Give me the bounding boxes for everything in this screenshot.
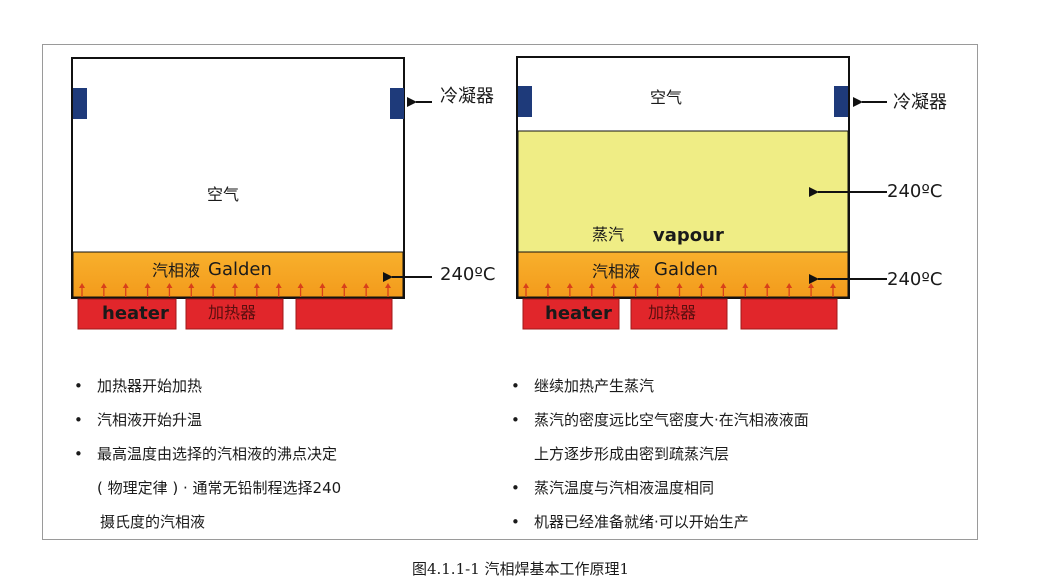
list-item: • 汽相液开始升温	[74, 403, 341, 437]
right-heater-label-2: 加热器	[648, 303, 697, 322]
heat-arrow-icon	[122, 283, 129, 297]
heat-arrow-icon	[100, 283, 107, 297]
bullet-text: 摄氏度的汽相液	[100, 513, 206, 531]
right-heater-3	[740, 298, 838, 330]
left-heater-1	[77, 298, 177, 330]
heat-arrow-icon	[742, 283, 749, 297]
bullet-text: 蒸汽温度与汽相液温度相同	[534, 479, 715, 497]
left-liquid-label-en: Galden	[208, 259, 272, 280]
left-heater-2	[185, 298, 284, 330]
heat-arrow-icon	[210, 283, 217, 297]
list-item: • 蒸汽温度与汽相液温度相同	[511, 471, 809, 505]
list-item: ( 物理定律 ) ‧ 通常无铅制程选择240	[74, 471, 341, 505]
left-condenser-right	[390, 88, 404, 119]
heat-arrow-icon	[566, 283, 573, 297]
heat-arrow-icon	[319, 283, 326, 297]
bullet-text: 蒸汽的密度远比空气密度大‧在汽相液液面	[534, 411, 809, 429]
right-condenser-left	[518, 86, 532, 117]
bullet-marker: •	[74, 411, 83, 429]
right-vapour-layer	[517, 130, 849, 253]
right-liquid-temp-label: 240ºC	[887, 269, 943, 290]
heat-arrow-icon	[764, 283, 771, 297]
heat-arrow-icon	[166, 283, 173, 297]
right-bullet-list: • 继续加热产生蒸汽 • 蒸汽的密度远比空气密度大‧在汽相液液面 上方逐步形成由密到…	[511, 369, 809, 539]
bullet-text: 继续加热产生蒸汽	[534, 377, 655, 395]
heat-arrow-icon	[253, 283, 260, 297]
left-heater-label-1: heater	[102, 303, 169, 324]
list-item: • 加热器开始加热	[74, 369, 341, 403]
heat-arrow-icon	[385, 283, 391, 297]
left-temp-label: 240ºC	[440, 264, 496, 285]
right-liquid-layer	[517, 251, 849, 298]
heat-arrow-icon	[341, 283, 348, 297]
left-heater-3	[295, 298, 393, 330]
heat-arrow-icon	[808, 283, 815, 297]
heat-arrow-icon	[588, 283, 595, 297]
right-vapour-temp-label: 240ºC	[887, 181, 943, 202]
right-liquid-label-cn: 汽相液	[592, 262, 641, 281]
list-item: • 机器已经准备就绪‧可以开始生产	[511, 505, 809, 539]
left-liquid-label-cn: 汽相液	[152, 261, 201, 280]
list-item: 摄氏度的汽相液	[74, 505, 341, 539]
bullet-marker: •	[74, 377, 83, 395]
left-bullet-list: • 加热器开始加热 • 汽相液开始升温 • 最高温度由选择的汽相液的沸点决定 ( 物理…	[74, 369, 341, 539]
bullet-marker: •	[511, 513, 520, 531]
heat-arrow-icon	[720, 283, 727, 297]
left-heater-label-2: 加热器	[208, 303, 257, 322]
right-heater-1	[522, 298, 620, 330]
right-vapour-label-en: vapour	[653, 225, 724, 246]
list-item: • 最高温度由选择的汽相液的沸点决定	[74, 437, 341, 471]
right-air-label: 空气	[650, 88, 683, 107]
bullet-text: 上方逐步形成由密到疏蒸汽层	[534, 445, 730, 463]
heat-arrow-icon	[610, 283, 617, 297]
list-item: 上方逐步形成由密到疏蒸汽层	[511, 437, 809, 471]
left-liquid-layer	[72, 251, 404, 298]
right-heat-arrows	[523, 283, 836, 297]
bullet-marker: •	[511, 411, 520, 429]
right-condenser-right	[834, 86, 848, 117]
bullet-text: 机器已经准备就绪‧可以开始生产	[534, 513, 749, 531]
right-condenser-label: 冷凝器	[893, 92, 947, 113]
heat-arrow-icon	[654, 283, 661, 297]
bullet-text: 加热器开始加热	[97, 377, 203, 395]
left-chamber	[71, 57, 432, 330]
heat-arrow-icon	[544, 283, 551, 297]
left-condenser-left	[73, 88, 87, 119]
list-item: • 继续加热产生蒸汽	[511, 369, 809, 403]
bullet-text: 最高温度由选择的汽相液的沸点决定	[97, 445, 338, 463]
heat-arrow-icon	[676, 283, 683, 297]
bullet-marker: •	[511, 479, 520, 497]
bullet-text: 汽相液开始升温	[97, 411, 203, 429]
figure-caption: 图4.1.1-1 汽相焊基本工作原理1	[411, 560, 630, 578]
heat-arrow-icon	[786, 283, 793, 297]
right-heater-2	[630, 298, 728, 330]
heat-arrow-icon	[79, 283, 85, 297]
left-condenser-label: 冷凝器	[440, 86, 494, 107]
heat-arrow-icon	[363, 283, 370, 297]
right-vapour-label-cn: 蒸汽	[592, 225, 625, 244]
heat-arrow-icon	[232, 283, 238, 297]
bullet-marker: •	[74, 445, 83, 463]
heat-arrow-icon	[523, 283, 529, 297]
heat-arrow-icon	[632, 283, 639, 297]
right-chamber	[516, 56, 887, 330]
figure-frame	[42, 44, 978, 540]
left-air-label: 空气	[207, 185, 240, 204]
heat-arrow-icon	[830, 283, 836, 297]
list-item: • 蒸汽的密度远比空气密度大‧在汽相液液面	[511, 403, 809, 437]
heat-arrow-icon	[297, 283, 304, 297]
left-heat-arrows	[79, 283, 391, 297]
right-liquid-label-en: Galden	[654, 259, 718, 280]
heat-arrow-icon	[188, 283, 195, 297]
bullet-marker: •	[511, 377, 520, 395]
right-heater-label-1: heater	[545, 303, 612, 324]
heat-arrow-icon	[275, 283, 282, 297]
bullet-text: ( 物理定律 ) ‧ 通常无铅制程选择240	[97, 479, 342, 497]
heat-arrow-icon	[698, 283, 705, 297]
heat-arrow-icon	[144, 283, 151, 297]
